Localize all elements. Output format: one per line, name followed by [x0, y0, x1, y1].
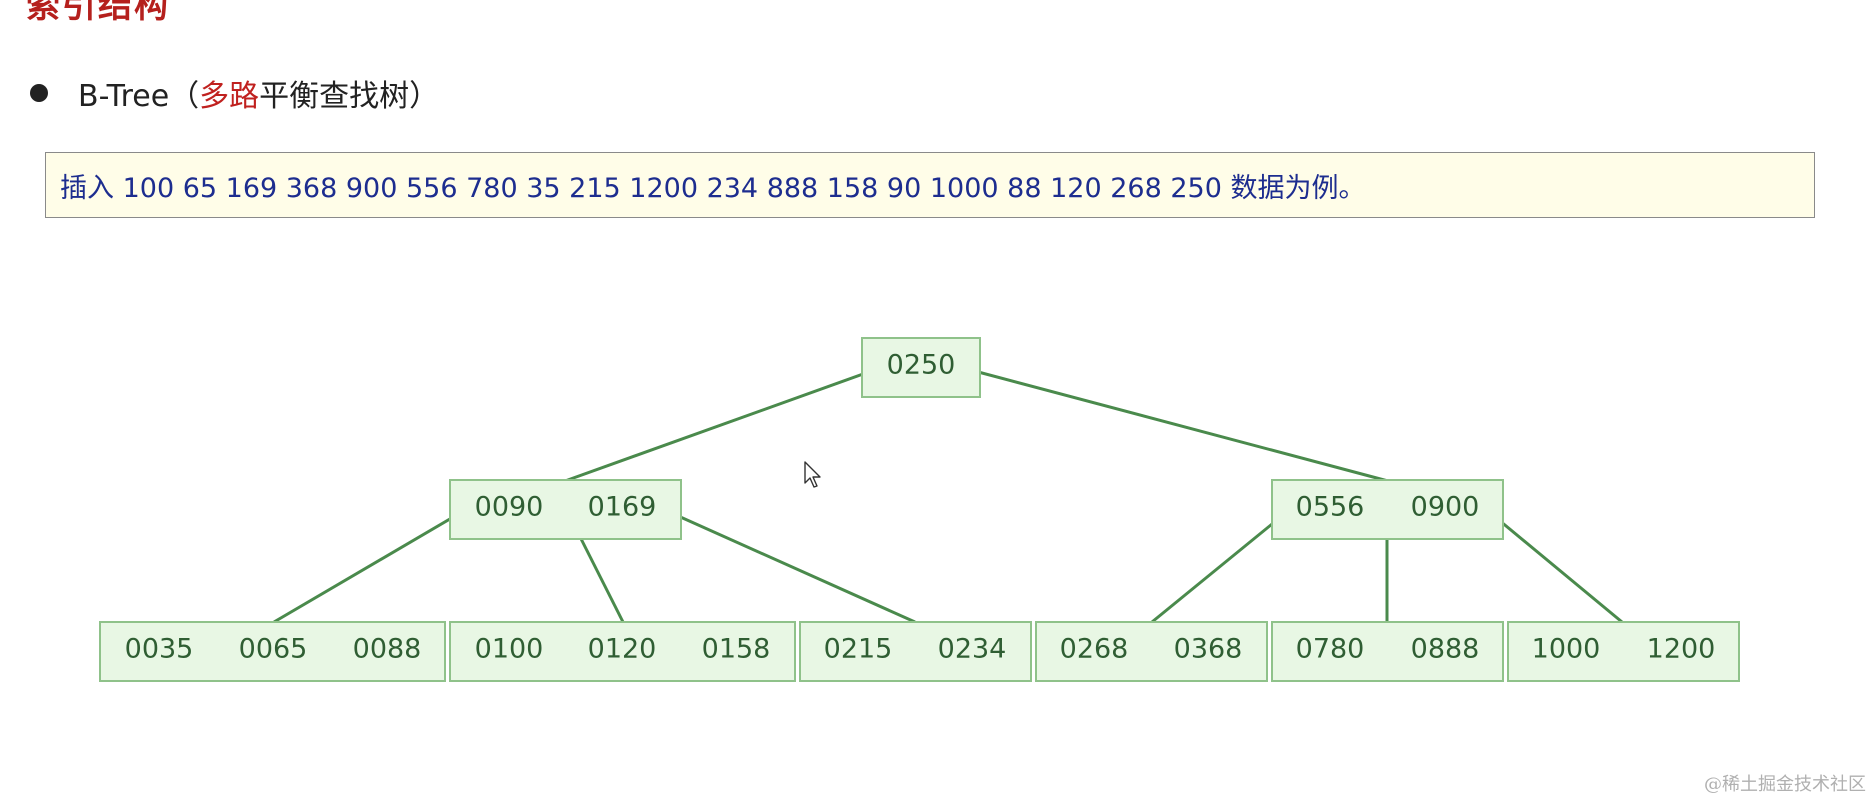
node-key: 1200	[1647, 634, 1716, 665]
node-key: 1000	[1532, 634, 1601, 665]
edge-l1b-leaf4	[1151, 509, 1289, 624]
node-box	[449, 479, 682, 540]
node-key: 0556	[1296, 492, 1365, 523]
example-note-box: 插入 100 65 169 368 900 556 780 35 215 120…	[45, 152, 1815, 218]
node-key: 0120	[588, 634, 657, 665]
node-key: 0780	[1296, 634, 1365, 665]
tree-node-leaf-2: 0100 0120 0158	[449, 621, 796, 682]
node-key: 0090	[475, 492, 544, 523]
mouse-pointer-icon	[804, 461, 821, 488]
node-key: 0215	[824, 634, 893, 665]
tree-node-l1-b: 0556 0900	[1271, 479, 1504, 540]
bullet-dot-icon	[30, 84, 48, 102]
bullet-text-prefix: B-Tree（	[78, 79, 200, 114]
tree-node-leaf-6: 1000 1200	[1507, 621, 1740, 682]
node-key: 0368	[1174, 634, 1243, 665]
node-key: 0035	[125, 634, 194, 665]
tree-node-root: 0250	[861, 337, 981, 398]
bullet-text-highlight: 多路	[199, 79, 260, 114]
node-key: 0158	[702, 634, 771, 665]
node-key: 0169	[588, 492, 657, 523]
edge-l1a-leaf1	[273, 507, 468, 624]
bullet-item: B-Tree（多路平衡查找树）	[30, 68, 439, 118]
tree-edges	[273, 367, 1623, 624]
node-box	[1271, 479, 1504, 540]
node-key: 0088	[353, 634, 422, 665]
tree-node-l1-a: 0090 0169	[449, 479, 682, 540]
tree-node-leaf-1: 0035 0065 0088	[99, 621, 446, 682]
node-box	[99, 621, 446, 682]
tree-node-leaf-3: 0215 0234	[799, 621, 1032, 682]
node-box	[1507, 621, 1740, 682]
node-box	[1271, 621, 1504, 682]
node-box	[799, 621, 1032, 682]
edge-root-right	[966, 367, 1389, 483]
edge-l1b-leaf6	[1487, 509, 1623, 624]
tree-node-leaf-5: 0780 0888	[1271, 621, 1504, 682]
watermark: @稀土掘金技术社区	[1704, 774, 1866, 795]
node-key: 0900	[1411, 492, 1480, 523]
node-key: 0888	[1411, 634, 1480, 665]
edge-l1a-leaf3	[666, 509, 916, 624]
node-box	[449, 621, 796, 682]
node-key: 0268	[1060, 634, 1129, 665]
node-key: 0100	[475, 634, 544, 665]
node-key: 0065	[239, 634, 308, 665]
example-note-text: 插入 100 65 169 368 900 556 780 35 215 120…	[60, 172, 1366, 204]
bullet-text-suffix: 平衡查找树）	[259, 79, 440, 114]
node-key: 0234	[938, 634, 1007, 665]
tree-node-leaf-4: 0268 0368	[1035, 621, 1268, 682]
node-box	[1035, 621, 1268, 682]
node-key: 0250	[887, 350, 956, 381]
node-box	[861, 337, 981, 398]
section-title: 索引结构	[26, 0, 170, 26]
edge-root-left	[564, 367, 878, 483]
